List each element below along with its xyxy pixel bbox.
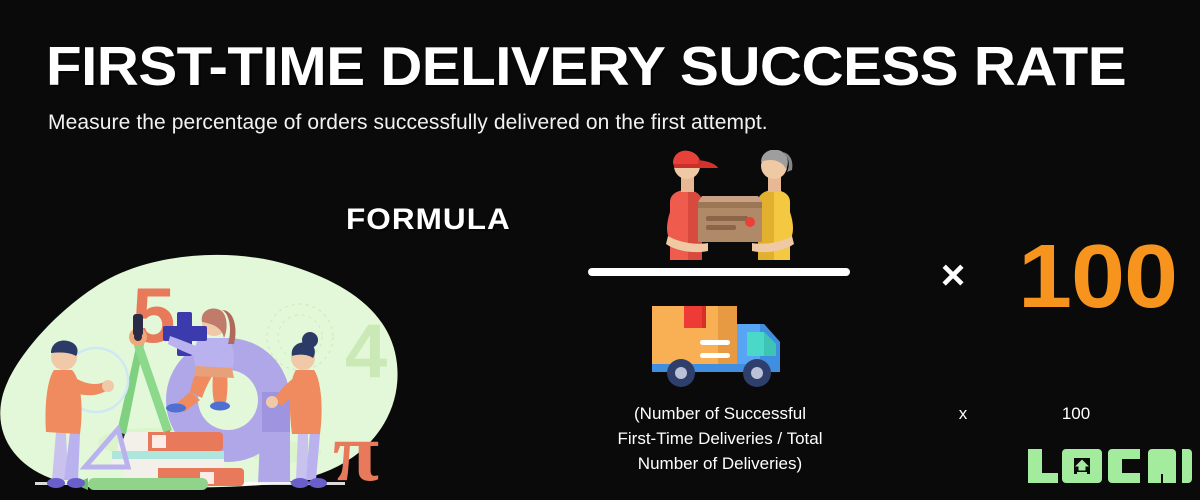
formula-label: FORMULA (346, 203, 511, 236)
truck-wheel-front (743, 359, 771, 387)
person-left (45, 340, 114, 488)
truck-wheel-rear (667, 359, 695, 387)
truck-cab (737, 324, 780, 368)
fraction-divider (588, 268, 850, 276)
formula-caption-line-2: First-Time Deliveries / Total (617, 429, 823, 448)
multiply-symbol-small: x (958, 404, 968, 423)
math-people-illustration: 4 5 π (0, 252, 420, 500)
multiplier-large: 100 (1018, 227, 1178, 327)
brand-logo (1026, 447, 1192, 487)
person-seated (163, 308, 236, 413)
house-arrow-up-icon (1075, 459, 1089, 478)
page-subtitle: Measure the percentage of orders success… (48, 111, 768, 134)
truck-chassis (652, 364, 780, 372)
dotted-circle-decor (277, 314, 323, 360)
symbol-pi: π (333, 406, 379, 499)
locad-wordmark (1028, 449, 1192, 483)
page-title: FIRST-TIME DELIVERY SUCCESS RATE (46, 35, 1127, 97)
multiply-symbol-large: × (940, 251, 966, 298)
parcel-box (698, 196, 762, 242)
formula-caption-line-3: Number of Deliveries) (637, 454, 803, 473)
triangle-ruler (79, 423, 132, 470)
customer-figure (752, 149, 794, 260)
package-handover-illustration (640, 149, 820, 260)
delivery-truck-illustration (640, 298, 805, 390)
formula-caption: (Number of Successful First-Time Deliver… (565, 401, 875, 476)
truck-cargo (652, 306, 737, 368)
formula-caption-line-1: (Number of Successful (634, 404, 806, 423)
compass-tool (117, 314, 172, 446)
person-right (266, 332, 327, 488)
ghost-digit-four: 4 (345, 309, 387, 394)
multiplier-small: 100 (1061, 404, 1091, 423)
book-stack (74, 432, 244, 490)
